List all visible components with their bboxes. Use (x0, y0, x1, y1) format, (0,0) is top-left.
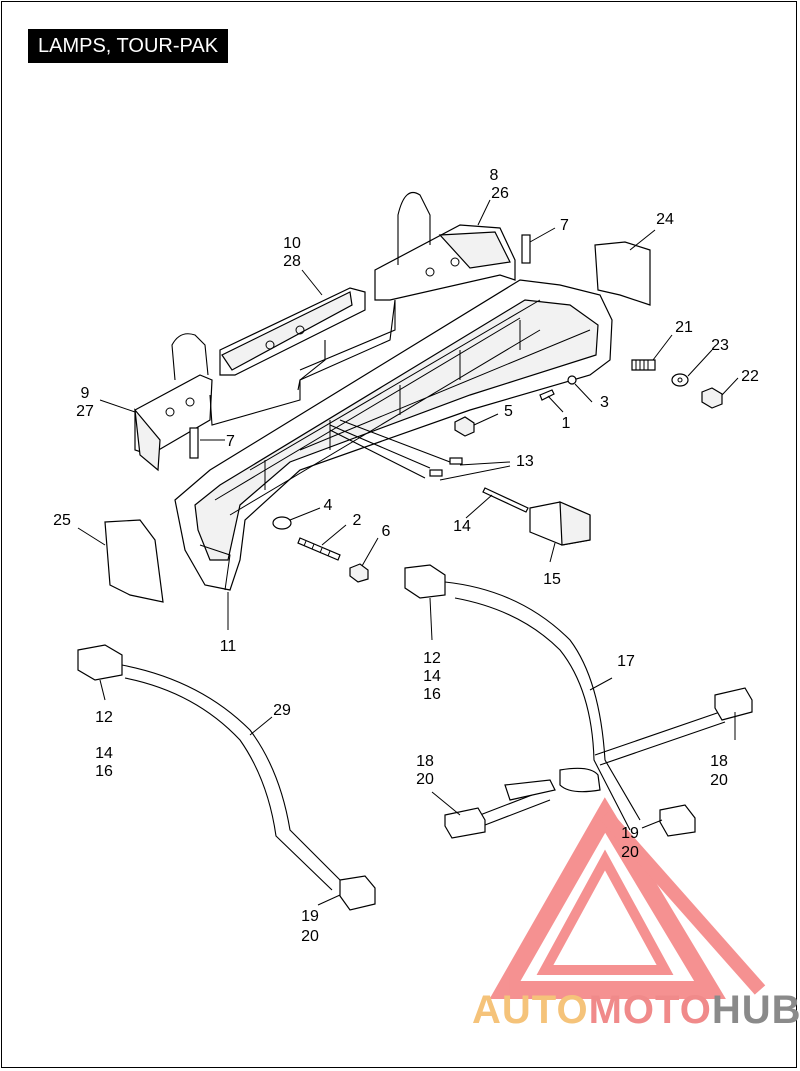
callout-2: 2 (353, 512, 362, 529)
callout-1: 1 (562, 415, 571, 432)
callout-21: 21 (675, 319, 693, 336)
callout-14: 14 (423, 668, 441, 685)
nut-5 (454, 416, 475, 437)
hardware-right (631, 359, 723, 409)
callout-19: 19 (621, 825, 639, 842)
lamp-right (299, 191, 531, 371)
callout-12: 12 (423, 650, 441, 667)
diagram-title: LAMPS, TOUR-PAK (28, 29, 229, 63)
callout-20: 20 (416, 771, 434, 788)
callout-labels: 8 26 7 24 10 28 21 23 22 9 27 7 5 3 1 13… (53, 167, 759, 945)
callout-3: 3 (600, 394, 609, 411)
callout-18: 18 (710, 753, 728, 770)
washer-3 (567, 375, 577, 385)
callout-14: 14 (453, 518, 471, 535)
callout-19: 19 (301, 908, 319, 925)
lamp-bracket-assembly (174, 279, 613, 591)
reflector-left (104, 519, 164, 603)
callout-22: 22 (741, 368, 759, 385)
callout-12: 12 (95, 709, 113, 726)
callout-20: 20 (621, 844, 639, 861)
callout-11: 11 (220, 638, 237, 655)
callout-15: 15 (543, 571, 561, 588)
callout-26: 26 (491, 185, 509, 202)
watermark-logo (489, 797, 766, 999)
harness-17 (404, 564, 753, 839)
callout-24: 24 (656, 211, 674, 228)
callout-18: 18 (416, 753, 434, 770)
brand-hub: HUB (711, 988, 800, 1032)
callout-16: 16 (95, 763, 113, 780)
reflector-right (594, 241, 651, 306)
callout-5: 5 (504, 403, 513, 420)
callout-10: 10 (283, 235, 301, 252)
leader-lines (77, 199, 739, 906)
brand-moto: MOTO (588, 988, 712, 1032)
nut-6 (349, 563, 369, 583)
wire-leads (329, 419, 451, 479)
washer-4 (272, 516, 292, 530)
terminal-pin (482, 487, 529, 513)
callout-27: 27 (76, 403, 94, 420)
callout-14: 14 (95, 745, 113, 762)
callout-9: 9 (81, 385, 90, 402)
callout-6: 6 (382, 523, 391, 540)
callout-7: 7 (226, 433, 235, 450)
callout-8: 8 (490, 167, 499, 184)
brand-auto: AUTO (472, 988, 589, 1032)
callout-28: 28 (283, 253, 301, 270)
watermark-brand: AUTOMOTOHUB (472, 988, 800, 1033)
lamp-middle (219, 287, 366, 391)
callout-20: 20 (301, 928, 319, 945)
callout-25: 25 (53, 512, 71, 529)
callout-23: 23 (711, 337, 729, 354)
callout-17: 17 (617, 653, 635, 670)
callout-16: 16 (423, 686, 441, 703)
stud-2 (297, 537, 341, 561)
callout-13: 13 (516, 453, 534, 470)
harness-29 (77, 644, 376, 911)
callout-29: 29 (273, 702, 291, 719)
callout-7: 7 (560, 217, 569, 234)
screw-1 (539, 389, 555, 401)
connector-15 (529, 501, 591, 546)
callout-4: 4 (324, 497, 333, 514)
callout-20: 20 (710, 772, 728, 789)
lamp-left (134, 299, 396, 472)
